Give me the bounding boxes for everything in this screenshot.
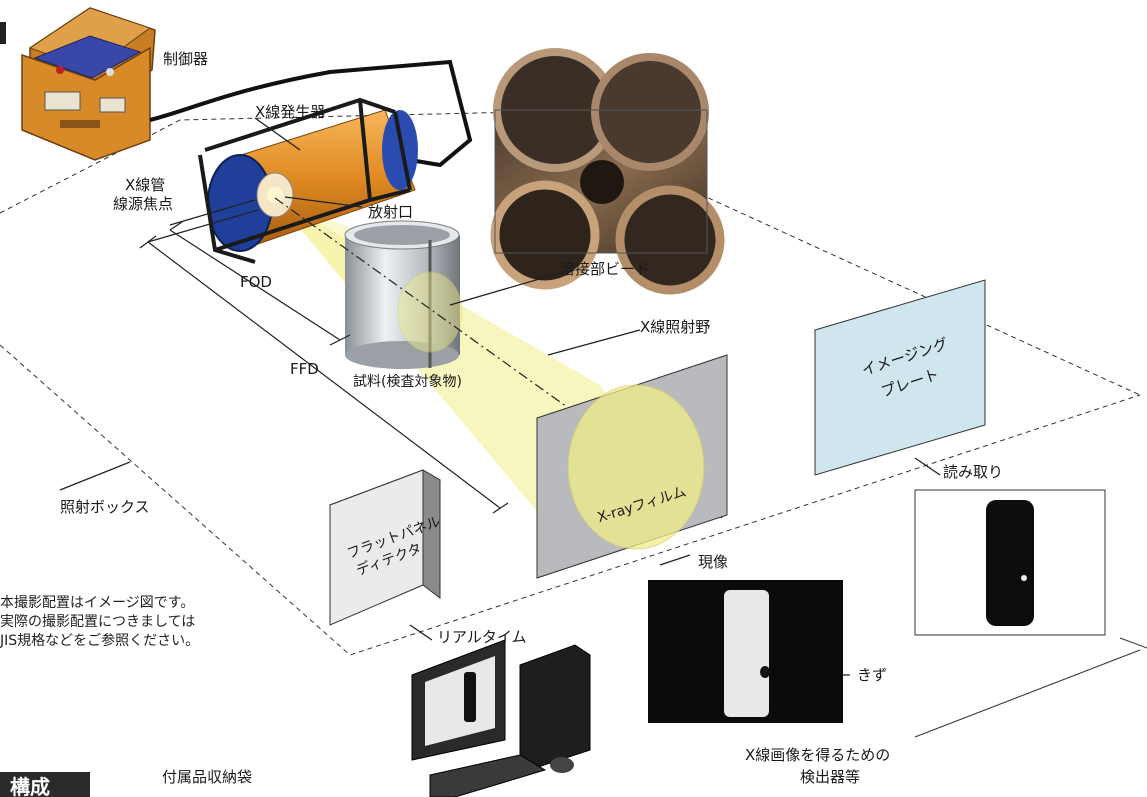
note-line: 実際の撮影配置につきましては: [0, 614, 196, 630]
dimension-lines: [139, 199, 509, 514]
label-flaw: きず: [857, 666, 888, 684]
label-port: 放射口: [368, 203, 414, 221]
label-realtime: リアルタイム: [437, 628, 527, 646]
label-xray-generator: X線発生器: [255, 103, 326, 121]
disclaimer-note: 本撮影配置はイメージ図です。 実際の撮影配置につきましては JIS規格などをご参…: [0, 594, 199, 651]
xray-film: [536, 354, 728, 579]
label-controller: 制御器: [163, 50, 209, 68]
label-focal-spot: 線源焦点: [113, 195, 174, 213]
controller-device: [21, 7, 156, 161]
note-line: 本撮影配置はイメージ図です。: [0, 595, 195, 611]
realtime-computer: [411, 639, 591, 797]
xray-generator: [198, 97, 418, 264]
label-detectors-2: 検出器等: [800, 768, 861, 786]
label-box: 照射ボックス: [60, 498, 150, 516]
section-tab: 構成: [0, 772, 90, 797]
developed-image: [648, 580, 843, 723]
readout-image: [914, 489, 1106, 636]
detectors-line: [914, 649, 1141, 738]
label-ffd: FFD: [290, 360, 319, 378]
control-cable: [149, 59, 473, 168]
label-weld-bead: 溶接部ビード: [560, 260, 651, 278]
note-line: JIS規格などをご参照ください。: [0, 633, 200, 649]
label-xray-tube: X線管: [125, 176, 166, 194]
label-develop: 現像: [698, 553, 729, 571]
left-edge-marker: [0, 22, 6, 44]
label-bag: 付属品収納袋: [162, 768, 253, 786]
specimen-pipe: [344, 220, 463, 369]
label-fod: FOD: [240, 273, 272, 291]
label-specimen: 試料(検査対象物): [353, 374, 462, 390]
flat-panel-detector: [329, 469, 442, 626]
irradiation-box-outline: [0, 111, 1141, 656]
label-detectors-1: X線画像を得るための: [745, 746, 891, 764]
label-field: X線照射野: [640, 318, 711, 336]
imaging-plate: [814, 279, 986, 476]
label-readout: 読み取り: [943, 463, 1004, 481]
weld-pipe-photo: [490, 48, 725, 295]
